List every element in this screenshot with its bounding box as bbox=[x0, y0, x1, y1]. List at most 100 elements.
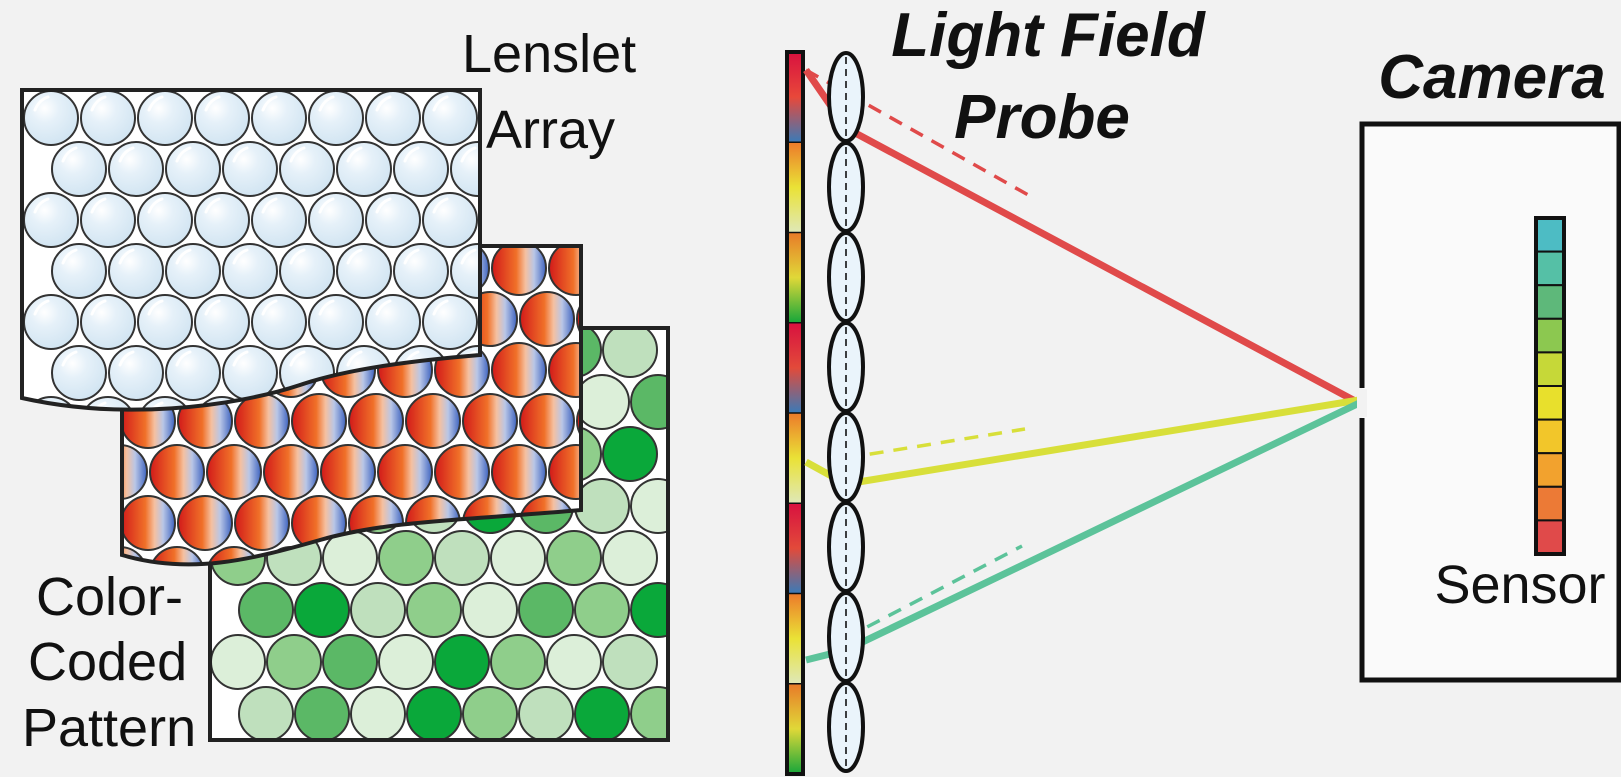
lenslet bbox=[51, 243, 107, 299]
lenslet bbox=[80, 294, 136, 350]
pattern-dot bbox=[322, 634, 378, 690]
lenslet bbox=[279, 141, 335, 197]
red-ray-dashed bbox=[805, 68, 1031, 198]
lenslet bbox=[308, 192, 364, 248]
gradient-dot bbox=[149, 546, 205, 565]
pattern-dot bbox=[490, 634, 546, 690]
strip-segment bbox=[787, 503, 803, 594]
gradient-dot bbox=[320, 444, 376, 500]
gradient-dot bbox=[519, 393, 575, 449]
lenslet bbox=[23, 294, 79, 350]
sensor-pixel bbox=[1536, 519, 1564, 554]
probe-lenslet bbox=[827, 681, 865, 773]
yellow-ray-dashed bbox=[845, 427, 1026, 460]
pattern-dot bbox=[294, 686, 350, 740]
lenslet bbox=[165, 141, 221, 197]
probe-lenslet bbox=[827, 321, 865, 413]
pattern-dot bbox=[630, 478, 668, 534]
pattern-dot bbox=[490, 530, 546, 586]
gradient-dot bbox=[462, 393, 518, 449]
lenslet bbox=[251, 90, 307, 146]
lenslet bbox=[422, 192, 478, 248]
gradient-dot bbox=[149, 444, 205, 500]
lenslet bbox=[422, 294, 478, 350]
pattern-dot bbox=[602, 426, 658, 482]
lenslet bbox=[51, 141, 107, 197]
gradient-dot bbox=[576, 291, 581, 347]
gradient-dot bbox=[491, 444, 547, 500]
lenslet bbox=[23, 192, 79, 248]
pattern-dot bbox=[602, 530, 658, 586]
sensor-pixel bbox=[1536, 418, 1564, 455]
lenslet bbox=[308, 294, 364, 350]
color-coded-label-line1: Color- bbox=[36, 567, 183, 627]
gradient-dot bbox=[519, 291, 575, 347]
gradient-dot bbox=[291, 393, 347, 449]
light-field-probe-title-line2: Probe bbox=[954, 83, 1130, 152]
probe-lenslet bbox=[827, 411, 865, 503]
lenslet bbox=[23, 90, 79, 146]
pattern-dot bbox=[574, 582, 630, 638]
gradient-dot bbox=[491, 342, 547, 398]
lenslet bbox=[80, 192, 136, 248]
pattern-dot bbox=[350, 686, 406, 740]
sensor-pixel bbox=[1536, 452, 1564, 488]
strip-segment bbox=[787, 683, 803, 774]
lenslet bbox=[51, 345, 107, 401]
gradient-dot bbox=[234, 393, 290, 449]
gradient-dot bbox=[548, 444, 581, 500]
strip-segment bbox=[787, 593, 803, 684]
camera-sensor bbox=[1534, 216, 1566, 556]
lenslet bbox=[108, 141, 164, 197]
probe-lenslet bbox=[827, 231, 865, 323]
pattern-dot bbox=[266, 634, 322, 690]
pattern-dot bbox=[518, 582, 574, 638]
pattern-dot bbox=[602, 328, 658, 378]
pattern-dot bbox=[630, 582, 668, 638]
lenslet bbox=[194, 90, 250, 146]
pattern-dot bbox=[602, 634, 658, 690]
strip-segment bbox=[787, 413, 803, 504]
pattern-dot bbox=[378, 634, 434, 690]
strip-segment bbox=[787, 232, 803, 323]
lenslet bbox=[194, 192, 250, 248]
probe-lenslets bbox=[827, 51, 865, 773]
probe-lenslet bbox=[827, 501, 865, 593]
lenslet bbox=[108, 243, 164, 299]
pattern-dot bbox=[574, 686, 630, 740]
lenslet bbox=[194, 294, 250, 350]
gradient-dot bbox=[177, 495, 233, 551]
lenslet-label-line1: Lenslet bbox=[462, 24, 636, 84]
color-coded-label-line3: Pattern bbox=[22, 698, 196, 758]
gradient-dot bbox=[491, 246, 547, 296]
gradient-dot bbox=[548, 342, 581, 398]
lenslet bbox=[308, 90, 364, 146]
pattern-dot bbox=[210, 634, 266, 690]
probe-lenslet bbox=[827, 51, 865, 143]
pattern-dot bbox=[434, 634, 490, 690]
lenslet bbox=[365, 192, 421, 248]
gradient-dot bbox=[405, 393, 461, 449]
lenslet bbox=[251, 192, 307, 248]
camera-title: Camera bbox=[1378, 43, 1605, 112]
lenslet bbox=[279, 243, 335, 299]
pattern-dot bbox=[574, 478, 630, 534]
sensor-label: Sensor bbox=[1434, 555, 1605, 615]
pattern-dot bbox=[630, 374, 668, 430]
pattern-dot bbox=[378, 530, 434, 586]
pattern-dot bbox=[630, 686, 668, 740]
lenslet bbox=[393, 243, 449, 299]
pattern-dot bbox=[406, 582, 462, 638]
pattern-dot bbox=[238, 582, 294, 638]
lenslet bbox=[165, 345, 221, 401]
pattern-dot bbox=[350, 582, 406, 638]
gradient-dot bbox=[377, 444, 433, 500]
pattern-dot bbox=[322, 530, 378, 586]
pattern-dot bbox=[406, 686, 462, 740]
lenslet bbox=[336, 141, 392, 197]
probe-lenslet bbox=[827, 591, 865, 683]
gradient-dot bbox=[434, 444, 490, 500]
gradient-dot bbox=[122, 495, 176, 551]
pattern-dot bbox=[462, 582, 518, 638]
